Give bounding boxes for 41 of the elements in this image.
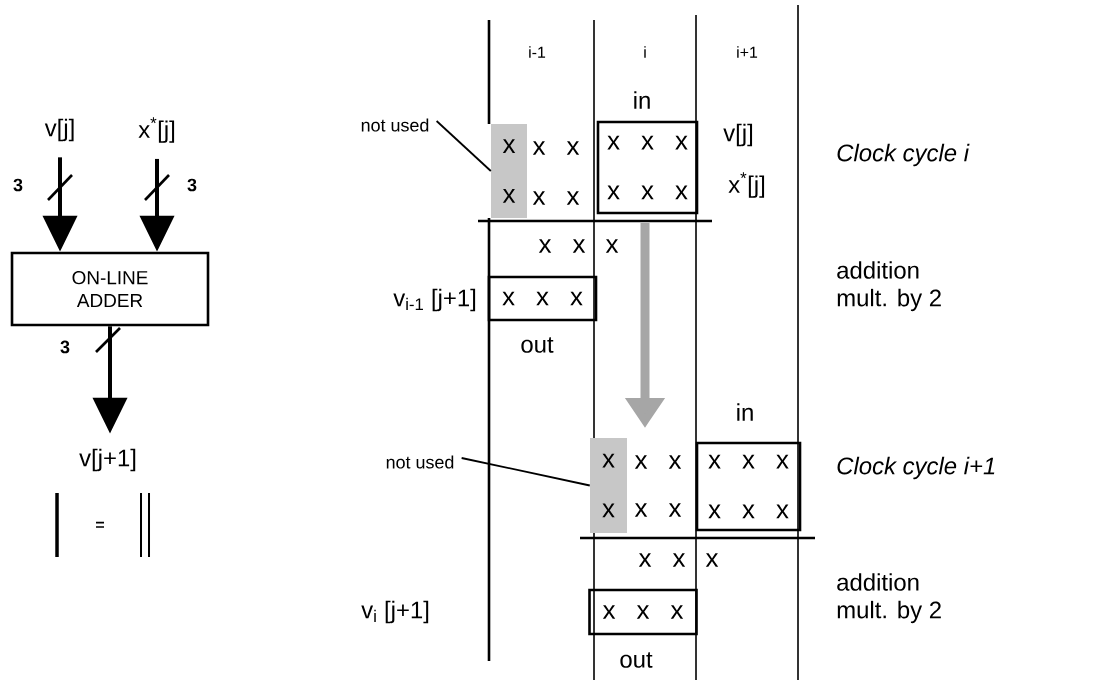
column-label: i-1 [529,46,546,58]
register-label: in [737,403,753,421]
signal-label: v[j+1] [79,448,136,472]
column-label: i+1 [737,46,758,58]
bus-width-label: 3 [60,340,70,354]
operation-label: mult. by 2 [837,600,941,624]
clock-cycle-label: Clock cycle i [837,143,970,167]
register-label: out [521,337,554,353]
output-register-box: x x x [588,588,698,636]
operation-label: addition [837,261,919,279]
unused-digit-cell: x x [590,438,627,533]
callout-text: not used [361,118,429,132]
register-label: out [620,652,653,668]
clock-cycle-label: Clock cycle i+1 [837,456,995,480]
bus-width-label: 3 [187,178,197,192]
digit-label: x x [532,141,580,155]
signal-label: x$^{*}$[j] [728,172,765,198]
signal-label: v$_{i}$ [j+1] [361,600,429,624]
operation-label: addition [837,573,919,591]
digit-label: x x [538,239,586,253]
leader-line [435,120,492,172]
callout-text: not used [386,455,454,469]
adder-box: ON-LINE ADDER [10,251,210,327]
bus-width-label: 3 [13,178,23,192]
signal-label: v[j] [723,123,753,147]
digit-label: x x [532,191,580,205]
signal-label: v$_{i-1}$ [j+1] [393,288,476,312]
digit-label: x x [634,455,682,469]
unused-digit-cell: x x [491,124,527,218]
digit-label: x x [638,553,686,567]
output-register-box: x x x [487,275,598,322]
digit-label: x x [634,503,682,517]
equals-sign: = [96,521,104,528]
signal-label: x$^{*}$[j] [138,117,175,143]
digit-label: x [705,553,719,567]
operation-label: mult. by 2 [837,288,941,312]
column-label: i [644,46,646,58]
digit-label: x [605,239,619,253]
leader-line [460,457,591,487]
register-label: in [634,91,650,109]
signal-label: v[j] [44,118,74,142]
